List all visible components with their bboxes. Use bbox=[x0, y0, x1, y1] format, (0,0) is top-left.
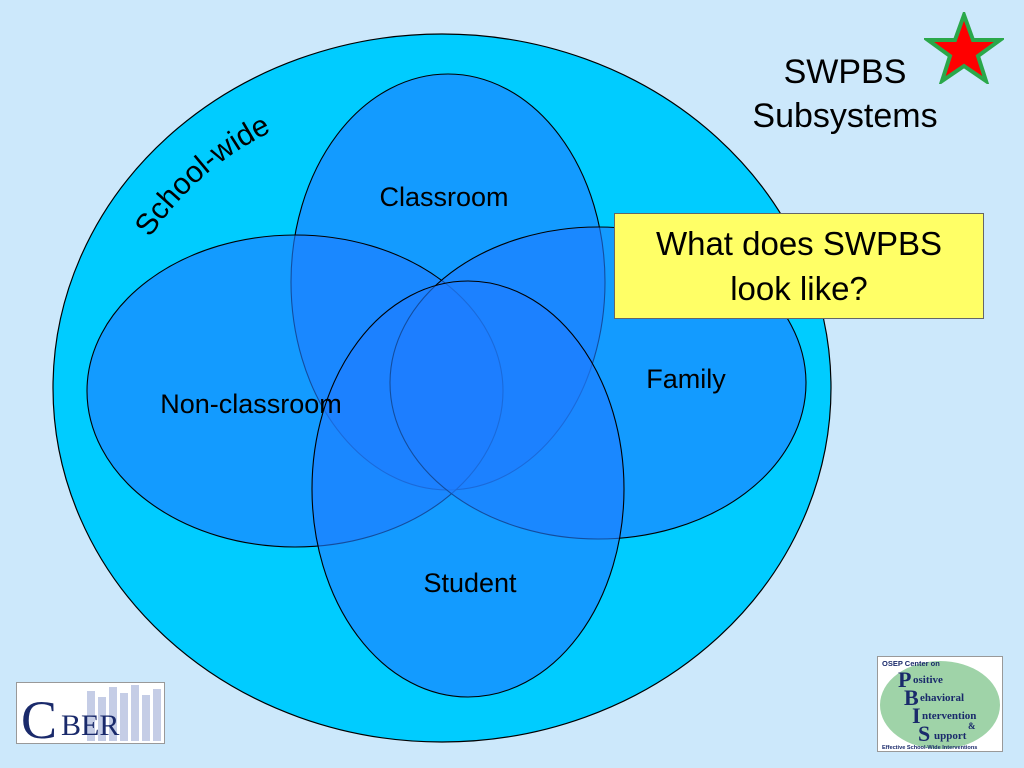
callout-line2: look like? bbox=[730, 270, 868, 307]
pbis-p: P bbox=[898, 667, 911, 692]
student-label: Student bbox=[423, 568, 517, 598]
slide-title: SWPBS Subsystems bbox=[700, 50, 990, 138]
pbis-logo-graphic: OSEP Center on P ositive B ehavioral I n… bbox=[880, 659, 1000, 751]
non-classroom-label: Non-classroom bbox=[160, 389, 342, 419]
family-label: Family bbox=[646, 364, 726, 394]
cber-logo-graphic: C BER bbox=[21, 685, 161, 743]
question-callout: What does SWPBS look like? bbox=[614, 213, 984, 319]
cber-logo: C BER bbox=[16, 682, 165, 744]
pbis-s-rest: upport bbox=[934, 730, 967, 742]
slide-title-line2: Subsystems bbox=[752, 97, 938, 135]
slide-title-line1: SWPBS bbox=[783, 53, 907, 91]
cber-rest: BER bbox=[61, 709, 119, 742]
pbis-p-rest: ositive bbox=[913, 674, 943, 686]
student-ellipse bbox=[311, 280, 625, 698]
pbis-b: B bbox=[904, 685, 919, 710]
pbis-b-rest: ehavioral bbox=[920, 692, 964, 704]
star-icon bbox=[924, 12, 1004, 84]
pbis-top-text: OSEP Center on bbox=[882, 659, 940, 668]
pbis-bottom-text: Effective School-Wide Interventions bbox=[882, 745, 977, 751]
pbis-amp: & bbox=[968, 721, 976, 731]
pbis-s: S bbox=[918, 721, 930, 746]
cber-initial: C bbox=[21, 690, 57, 743]
classroom-label: Classroom bbox=[379, 182, 508, 212]
callout-line1: What does SWPBS bbox=[655, 225, 943, 262]
pbis-logo: OSEP Center on P ositive B ehavioral I n… bbox=[877, 656, 1003, 752]
pbis-i-rest: ntervention bbox=[922, 710, 976, 722]
pbis-i: I bbox=[912, 703, 921, 728]
